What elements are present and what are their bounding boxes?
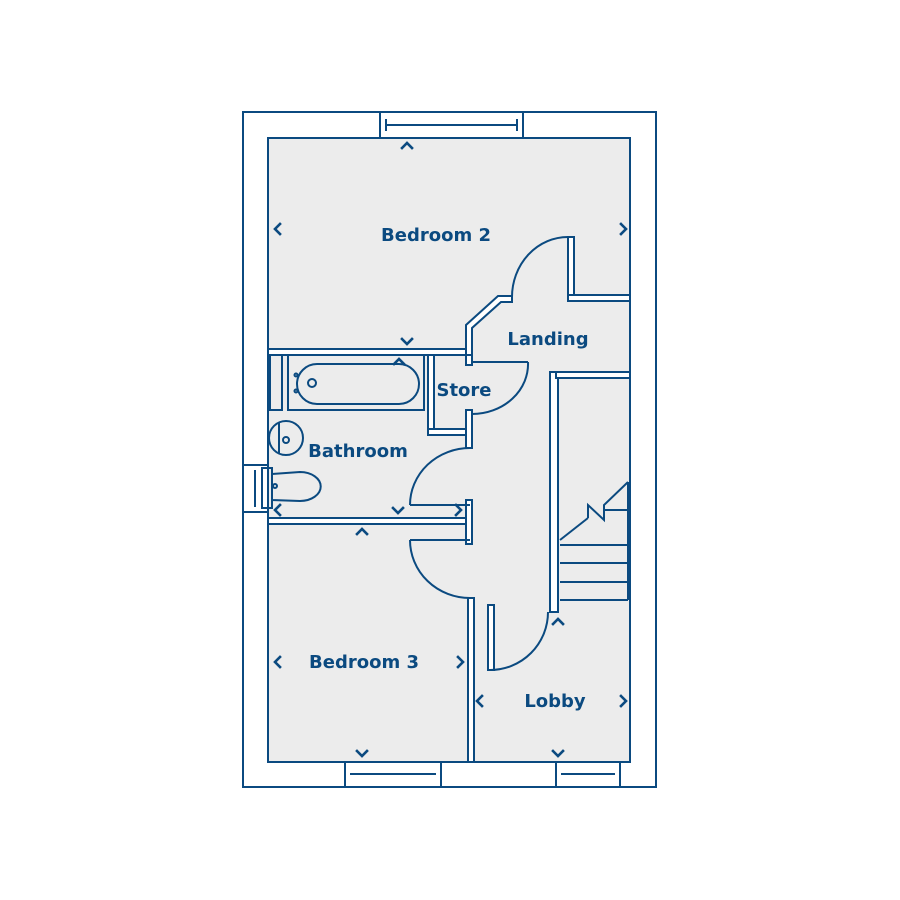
bathtub-icon [269,354,425,411]
room-label-store: Store [436,380,491,401]
door-bathroom [409,447,471,506]
interior-walls [267,236,631,763]
window-bedroom3 [344,761,442,788]
window-bedroom2 [379,111,524,139]
door-bedroom2 [511,236,569,298]
staircase [559,481,629,601]
room-label-bedroom2: Bedroom 2 [381,225,491,246]
room-label-lobby: Lobby [524,691,586,712]
room-label-bedroom3: Bedroom 3 [309,652,419,673]
door-store [471,361,530,415]
room-label-landing: Landing [507,329,588,350]
dimension-markers [273,141,628,758]
sink-icon [268,420,304,456]
window-bathroom [242,464,269,513]
window-lobby [555,761,621,788]
toilet-icon [261,467,322,509]
door-lobby [489,611,549,671]
door-bedroom3 [409,539,471,599]
room-label-bathroom: Bathroom [308,441,408,462]
